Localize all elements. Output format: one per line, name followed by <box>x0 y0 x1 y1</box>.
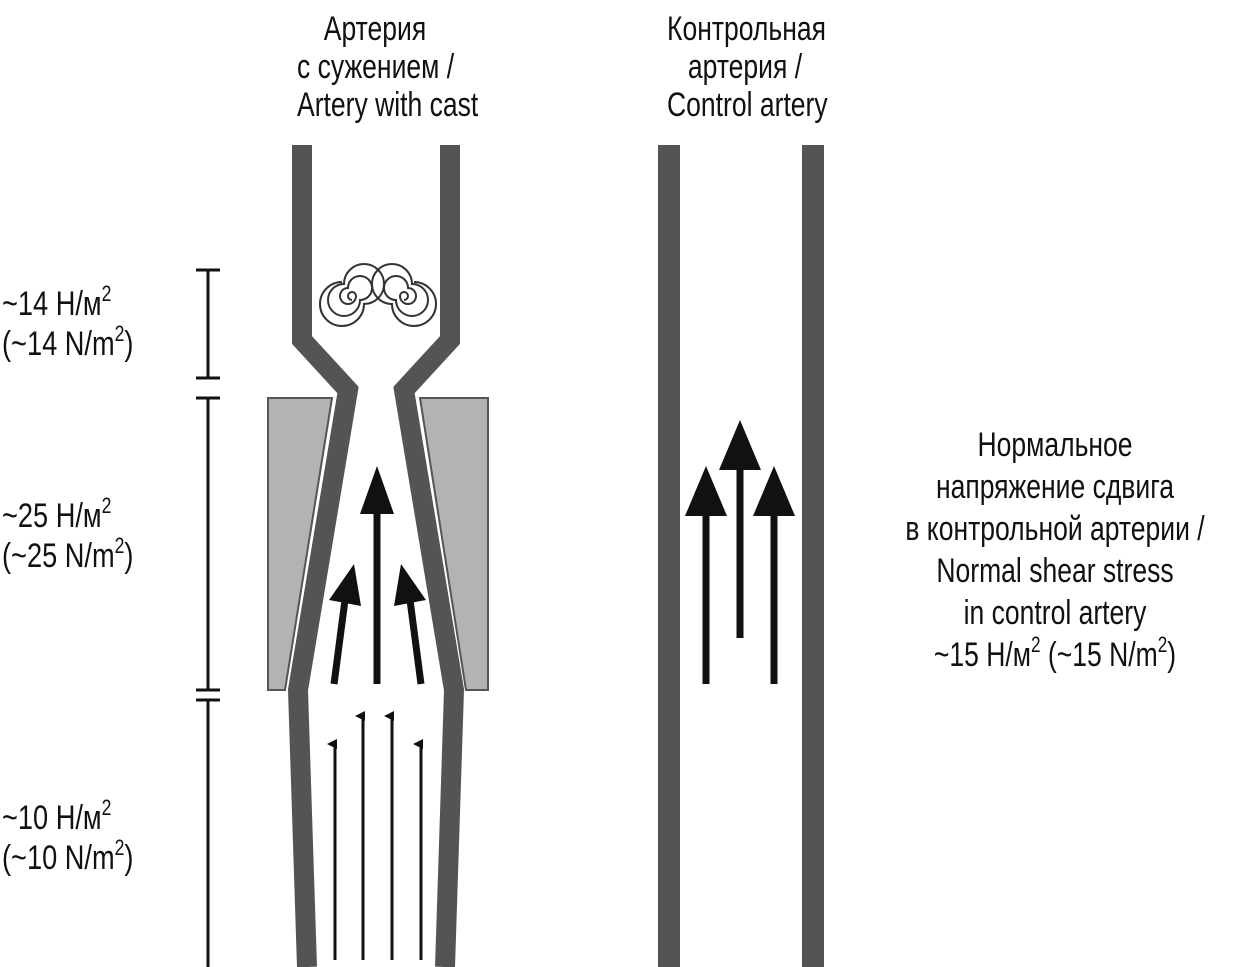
stress-mid-en-close: ) <box>124 537 134 575</box>
normal-shear-stress-label: Нормальное напряжение сдвига в контрольн… <box>899 424 1211 676</box>
vortex-left-icon <box>319 263 385 327</box>
stress-top-en-close: ) <box>124 325 134 363</box>
stress-bottom-ru-sup: 2 <box>101 794 112 820</box>
normal-stress-line-2: напряжение сдвига <box>935 468 1175 506</box>
stress-top-ru: ~14 Н/м <box>2 285 102 323</box>
stress-bottom-en: (~10 N/m <box>2 839 115 877</box>
normal-stress-line-1: Нормальное <box>977 426 1133 464</box>
cast-right <box>418 397 489 691</box>
stress-bottom-en-close: ) <box>124 839 134 877</box>
stenosis-arrow-center-head <box>360 466 394 514</box>
inflow-arrows <box>327 711 423 960</box>
stress-top-en-sup: 2 <box>114 320 125 346</box>
control-artery-title: Контрольная артерия / Control artery <box>667 10 828 124</box>
control-artery-title-line-2: артерия / <box>687 48 803 86</box>
cast-artery-left-wall <box>287 145 359 967</box>
stress-mid-en-sup: 2 <box>114 532 125 558</box>
normal-stress-value-en-sup: 2 <box>1157 631 1168 657</box>
bracket-middle <box>196 396 220 692</box>
cast-artery-title-line-3: Artery with cast <box>297 86 479 124</box>
stress-top-en: (~14 N/m <box>2 325 115 363</box>
normal-stress-value-ru-sup: 2 <box>1030 631 1041 657</box>
normal-stress-value-close: ) <box>1167 636 1177 674</box>
cast-left <box>267 397 334 691</box>
stress-label-top: ~14 Н/м2 (~14 N/m2) <box>2 280 134 364</box>
normal-stress-line-4: Normal shear stress <box>936 552 1174 590</box>
control-artery-title-line-1: Контрольная <box>667 10 826 48</box>
stress-bottom-ru: ~10 Н/м <box>2 799 102 837</box>
normal-stress-value: ~15 Н/м2 (~15 N/m2) <box>899 631 1211 676</box>
stress-bottom-en-sup: 2 <box>114 834 125 860</box>
stress-label-bottom: ~10 Н/м2 (~10 N/m2) <box>2 794 134 878</box>
control-arrows <box>685 420 795 684</box>
normal-stress-value-ru: ~15 Н/м <box>933 636 1031 674</box>
cast-artery-title-line-2: с сужением / <box>297 48 455 86</box>
control-artery-left-wall <box>658 145 680 967</box>
stress-label-middle: ~25 Н/м2 (~25 N/m2) <box>2 492 134 576</box>
cast-artery-title: Артерия с сужением / Artery with cast <box>297 10 479 124</box>
stress-mid-en: (~25 N/m <box>2 537 115 575</box>
normal-stress-value-en: (~15 N/m <box>1040 636 1158 674</box>
vortex-right-icon <box>371 263 437 327</box>
stress-top-ru-sup: 2 <box>101 280 112 306</box>
normal-stress-line-5: in control artery <box>963 594 1147 632</box>
stenosis-arrow-left-head <box>329 564 361 606</box>
bracket-top <box>196 268 220 380</box>
stress-mid-ru: ~25 Н/м <box>2 497 102 535</box>
control-arrow-right-head <box>753 466 795 516</box>
stenosis-arrow-right-head <box>394 564 426 606</box>
bracket-bottom <box>196 698 220 967</box>
stenosis-arrows <box>329 466 426 685</box>
control-arrow-left-head <box>685 466 727 516</box>
normal-stress-line-3: в контрольной артерии / <box>905 510 1205 548</box>
control-arrow-center-head <box>719 420 761 470</box>
control-artery-right-wall <box>802 145 824 967</box>
cast-artery-right-wall <box>393 145 465 967</box>
control-artery-title-line-3: Control artery <box>667 86 828 124</box>
stress-mid-ru-sup: 2 <box>101 492 112 518</box>
cast-artery-title-line-1: Артерия <box>323 10 427 48</box>
